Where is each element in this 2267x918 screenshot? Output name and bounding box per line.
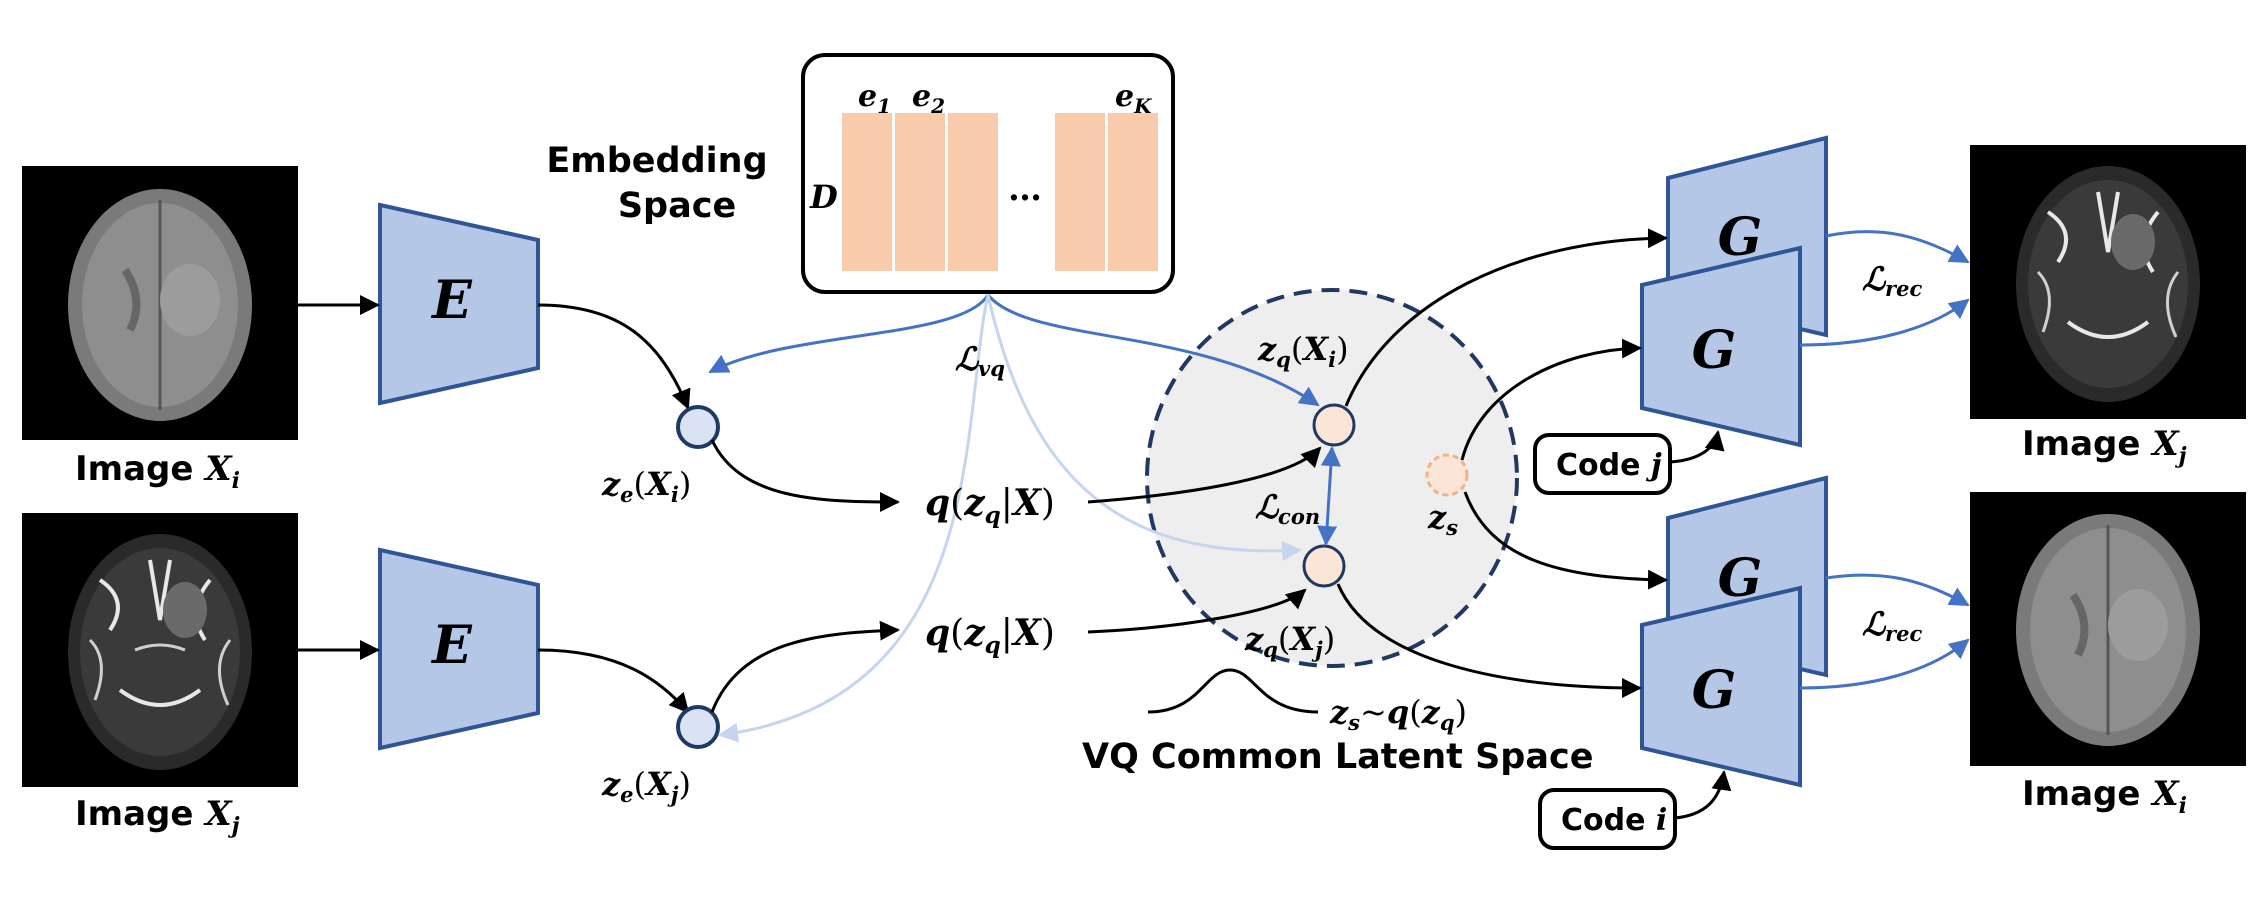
code-j-box: Code j xyxy=(1533,433,1672,495)
embed-e2: e2 xyxy=(912,79,945,118)
arrow-code-j-to-generator xyxy=(1669,430,1725,464)
loss-rec-bottom-label: ℒrec xyxy=(1862,605,1922,646)
embedding-title-line1: Embedding xyxy=(546,141,767,181)
svg-text:G: G xyxy=(1692,660,1736,721)
arrow-vq-to-ze-top xyxy=(708,294,990,374)
node-zs xyxy=(1425,453,1469,497)
embedding-title-line2: Space xyxy=(618,186,736,226)
encoder-top: E xyxy=(378,202,540,406)
gaussian-curve xyxy=(1147,668,1319,714)
arrow-zq-top-to-generator xyxy=(1344,228,1668,407)
arrow-ze-top-to-q xyxy=(710,439,900,512)
embed-dimension-label: D xyxy=(809,178,838,216)
encoder-top-label: E xyxy=(430,270,473,331)
arrow-zs-to-generator-bottom xyxy=(1463,491,1668,590)
embed-ellipsis: … xyxy=(1008,169,1042,209)
arrow-zs-to-generator-top xyxy=(1460,338,1642,461)
encoder-bottom-label: E xyxy=(430,615,473,676)
arrow-loss-con xyxy=(1317,446,1341,546)
arrow-generator-to-output-top-b xyxy=(1799,298,1970,347)
arrow-encoder-to-ze-bottom xyxy=(537,648,690,714)
output-image-top xyxy=(1970,145,2246,419)
input-image-bottom xyxy=(22,513,298,787)
arrow-vq-to-zq-bottom xyxy=(986,294,1302,561)
arrow-encoder-to-ze-top xyxy=(537,303,691,410)
arrow-zq-bottom-to-generator xyxy=(1336,583,1642,698)
embed-eK: eK xyxy=(1115,79,1153,118)
prior-label: zs~q(zq) xyxy=(1329,693,1467,735)
embedding-codebook: e1 e2 eK … D xyxy=(801,53,1175,294)
posterior-top-label: q(zq|X) xyxy=(925,482,1055,529)
arrow-vq-to-ze-bottom xyxy=(718,294,990,743)
arrow-generator-to-output-top-a xyxy=(1825,230,1970,264)
loss-rec-top-label: ℒrec xyxy=(1862,260,1922,301)
svg-text:G: G xyxy=(1692,320,1736,381)
zq-bottom-label: zq(Xj) xyxy=(1244,620,1335,662)
svg-text:Code j: Code j xyxy=(1556,448,1662,483)
arrow-q-to-zq-bottom xyxy=(1087,588,1307,634)
encoder-bottom: E xyxy=(378,547,540,751)
ze-top-label: ze(Xi) xyxy=(601,465,691,507)
arrow-vq-to-zq-top xyxy=(986,294,1320,407)
arrow-generator-to-output-bottom-a xyxy=(1825,573,1970,607)
arrow-code-i-to-generator xyxy=(1674,770,1732,820)
node-zq-bottom xyxy=(1302,544,1346,588)
embed-e1: e1 xyxy=(858,79,891,118)
input-label-top: Image Xi xyxy=(75,449,240,494)
output-label-top: Image Xj xyxy=(2022,424,2187,469)
output-image-bottom xyxy=(1970,492,2246,766)
arrow-generator-to-output-bottom-b xyxy=(1799,638,1970,690)
zq-top-label: zq(Xi) xyxy=(1257,330,1349,372)
loss-vq-label: ℒvq xyxy=(955,340,1005,381)
loss-con-label: ℒcon xyxy=(1255,488,1320,529)
node-ze-top xyxy=(676,405,720,449)
output-label-bottom: Image Xi xyxy=(2022,774,2187,819)
latent-space-label: VQ Common Latent Space xyxy=(1082,737,1593,777)
zs-label: zs xyxy=(1427,498,1458,540)
arrow-q-to-zq-top xyxy=(1087,446,1322,504)
ze-bottom-label: ze(Xj) xyxy=(601,765,691,807)
input-label-bottom: Image Xj xyxy=(75,794,240,839)
arrow-ze-bottom-to-q xyxy=(710,620,900,713)
code-i-box: Code i xyxy=(1538,788,1677,850)
svg-text:Code i: Code i xyxy=(1561,803,1667,838)
node-ze-bottom xyxy=(676,705,720,749)
posterior-bottom-label: q(zq|X) xyxy=(925,612,1055,659)
generator-bottom-front: G xyxy=(1640,585,1802,788)
node-zq-top xyxy=(1312,403,1356,447)
input-image-top xyxy=(22,166,298,440)
generator-top-front: G xyxy=(1640,245,1802,448)
